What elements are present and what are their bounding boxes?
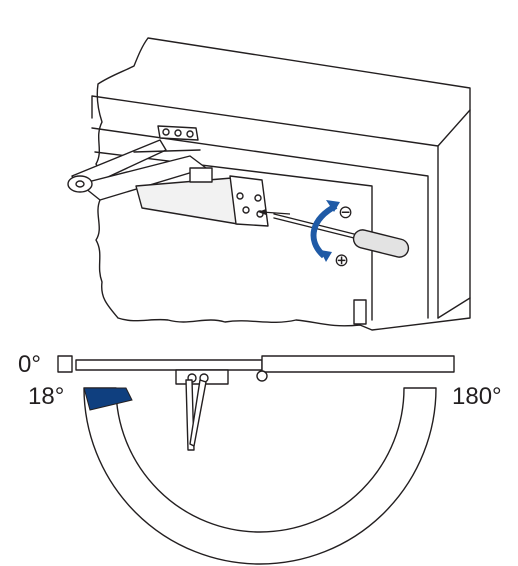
hinge-pivot bbox=[256, 370, 268, 382]
valve-pointer-arrow bbox=[261, 211, 291, 215]
wall-outline bbox=[95, 37, 471, 331]
increase-symbol: ⊕ bbox=[334, 250, 349, 271]
closer-plan-view bbox=[175, 369, 229, 451]
door-leaf-open-180 bbox=[261, 355, 455, 373]
door-frame-depth bbox=[437, 109, 471, 319]
door-closer-installation-illustration: ⊖ ⊕ bbox=[67, 37, 471, 331]
opening-angle-plan-view: 0° 18° 180° bbox=[18, 351, 502, 565]
decrease-symbol: ⊖ bbox=[338, 202, 353, 223]
stop-zone-18deg bbox=[83, 387, 133, 411]
hinge-post bbox=[353, 299, 367, 325]
door-leaf-closed bbox=[57, 355, 73, 373]
mounting-bracket bbox=[157, 125, 199, 141]
angle-label-18: 18° bbox=[28, 383, 64, 410]
angle-label-0: 0° bbox=[18, 351, 41, 378]
door-frame-inner bbox=[91, 127, 429, 319]
door-frame-outer bbox=[91, 95, 439, 319]
angle-label-180: 180° bbox=[452, 383, 502, 410]
closer-arm bbox=[67, 139, 207, 201]
door-leaf bbox=[75, 359, 263, 371]
swing-arc bbox=[83, 387, 437, 565]
closer-body bbox=[135, 167, 269, 227]
adjust-arrow-icon bbox=[310, 200, 340, 262]
